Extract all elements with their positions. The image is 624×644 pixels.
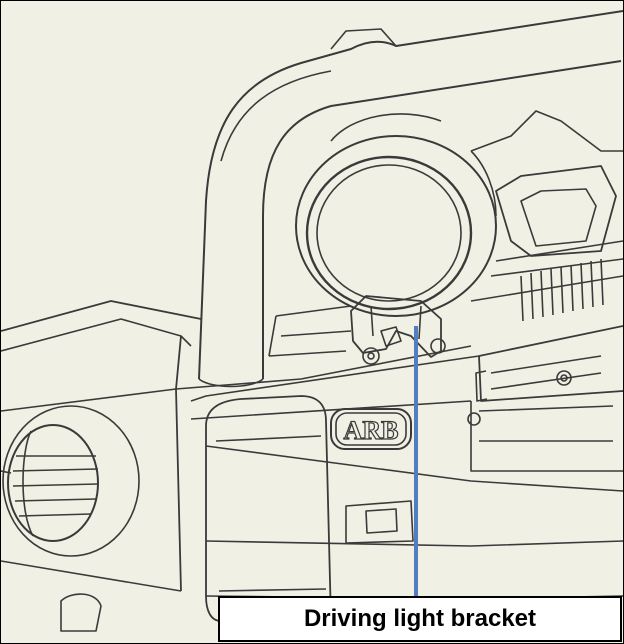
arb-logo-text: ARB [344, 416, 399, 445]
driving-light [295, 113, 497, 317]
bumper-block [60, 395, 414, 632]
arb-badge [330, 408, 412, 450]
fog-light [2, 405, 140, 557]
light-bracket [350, 295, 446, 365]
callout-label-box: Driving light bracket [218, 596, 622, 642]
callout-label: Driving light bracket [303, 605, 537, 632]
grille-area [268, 110, 623, 357]
winch-mount [467, 325, 623, 472]
snorkel-tube [198, 10, 623, 388]
